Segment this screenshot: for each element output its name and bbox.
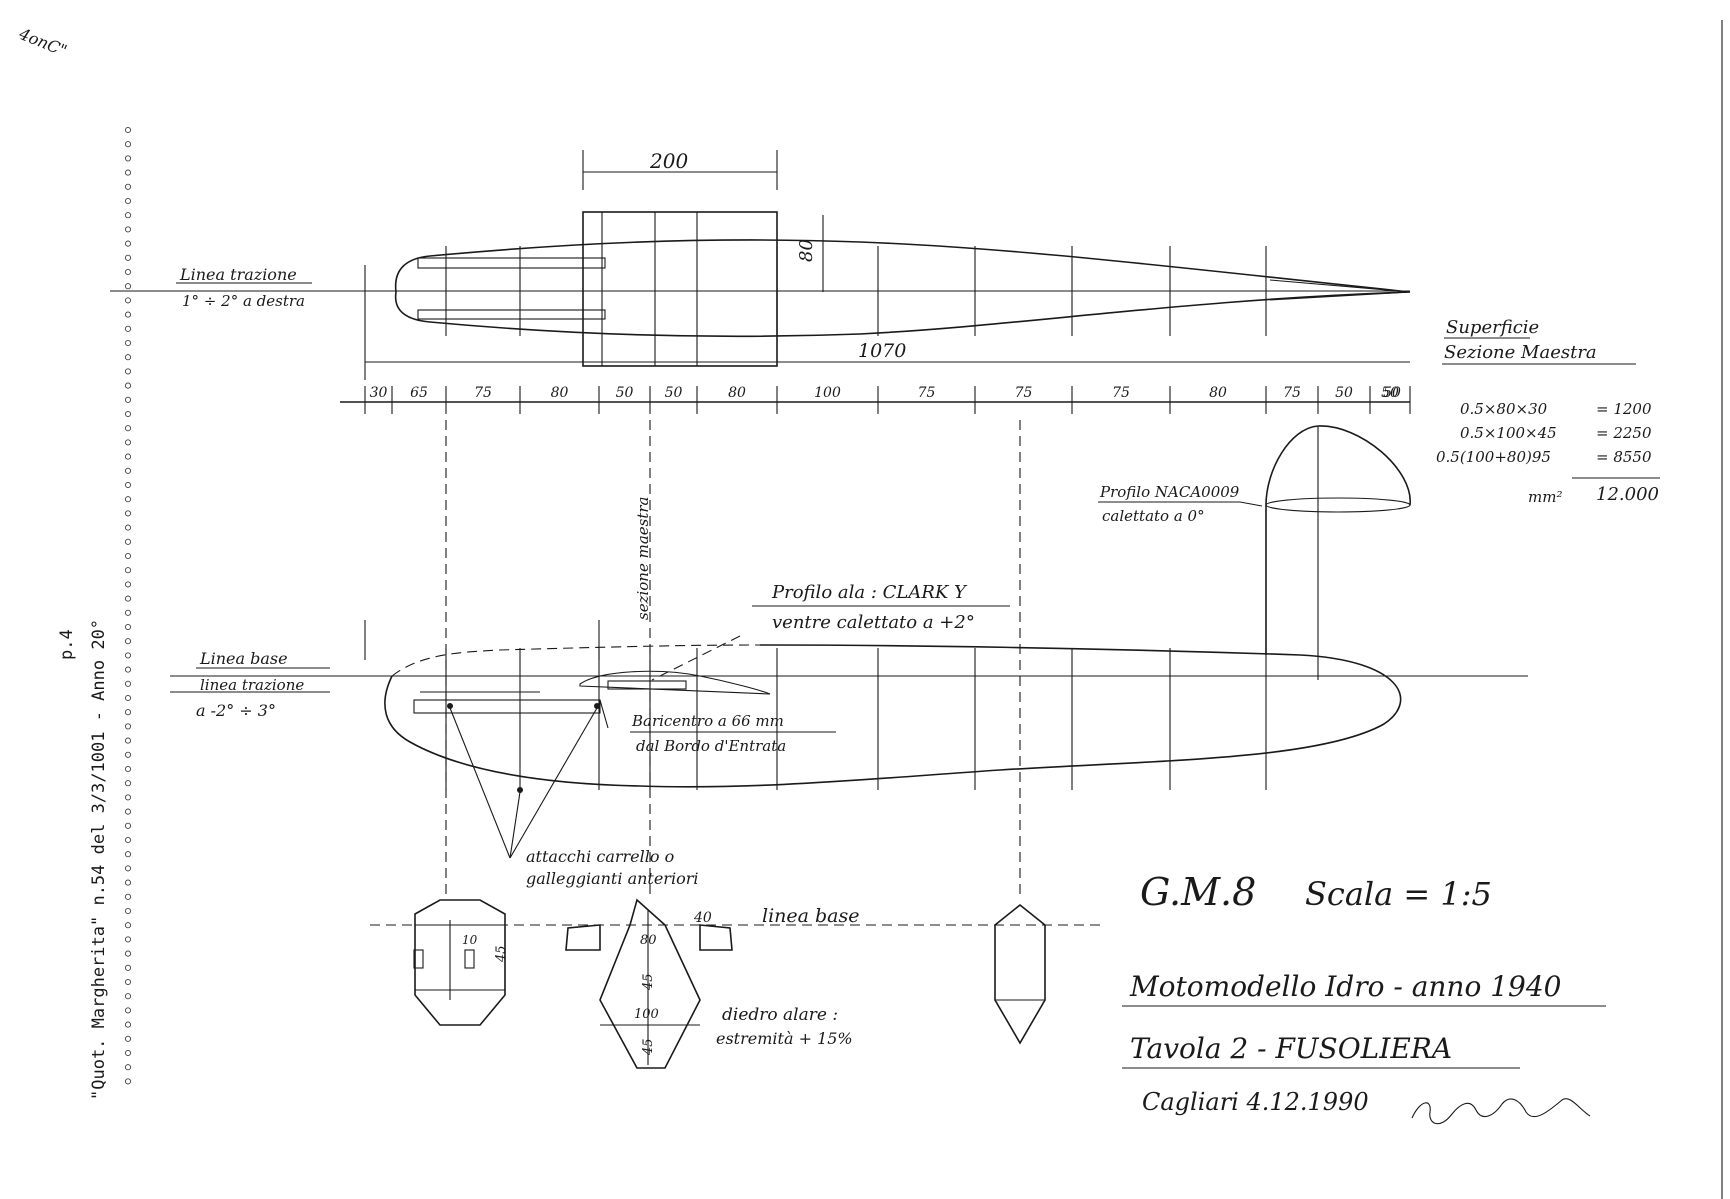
dihedral-label-1: diedro alare : bbox=[722, 1005, 838, 1025]
thrust-label-top-1: Linea trazione bbox=[179, 265, 297, 284]
station-label: 50 bbox=[1381, 385, 1399, 401]
cs-unit: mm² bbox=[1528, 488, 1562, 506]
cs-row3-result: = 8550 bbox=[1596, 448, 1652, 466]
cs-row2-formula: 0.5×100×45 bbox=[1460, 424, 1557, 442]
top-view: 200 80 1070 Linea trazione 1° ÷ 2° a des… bbox=[110, 149, 1411, 380]
author-signature bbox=[1411, 1098, 1591, 1125]
title-block: G.M.8 Scala = 1:5 Motomodello Idro - ann… bbox=[1122, 870, 1606, 1125]
dim-80-top: 80 bbox=[796, 239, 817, 262]
cs-row3-formula: 0.5(100+80)95 bbox=[1436, 448, 1551, 466]
section1-dim-45: 45 bbox=[494, 945, 509, 963]
station-label: 50 bbox=[616, 385, 634, 401]
place-date: Cagliari 4.12.1990 bbox=[1142, 1088, 1369, 1116]
section2-dim-80: 80 bbox=[640, 933, 657, 948]
punch-holes bbox=[124, 126, 132, 1085]
attach-label-1: attacchi carrello o bbox=[526, 847, 674, 866]
station-label: 65 bbox=[410, 385, 428, 401]
scale-label: Scala = 1:5 bbox=[1305, 875, 1492, 913]
dihedral-label-2: estremità + 15% bbox=[716, 1029, 853, 1048]
side-view: Profilo ala : CLARK Y ventre calettato a… bbox=[170, 420, 1528, 900]
cg-label-2: dal Bordo d'Entrata bbox=[636, 737, 786, 755]
station-label: 50 bbox=[665, 385, 683, 401]
section2-dim-40: 40 bbox=[693, 910, 712, 926]
wing-profile-1: Profilo ala : CLARK Y bbox=[771, 582, 968, 603]
cs-row1-result: = 1200 bbox=[1596, 400, 1652, 418]
cross-section-title-1: Superficie bbox=[1446, 317, 1539, 338]
station-label: 80 bbox=[1209, 385, 1227, 401]
dim-1070: 1070 bbox=[858, 340, 906, 362]
model-name: G.M.8 bbox=[1140, 870, 1256, 914]
station-label: 80 bbox=[728, 385, 746, 401]
cross-section-title-2: Sezione Maestra bbox=[1444, 342, 1597, 363]
station-label: 80 bbox=[551, 385, 569, 401]
dim-200: 200 bbox=[649, 149, 688, 173]
thrust-line-label-1: linea trazione bbox=[200, 676, 304, 694]
station-label: 50 bbox=[1335, 385, 1353, 401]
cs-total: 12.000 bbox=[1596, 484, 1659, 505]
attach-label-2: galleggianti anteriori bbox=[526, 869, 698, 888]
station-label: 100 bbox=[814, 385, 841, 401]
fin-note-2: calettato a 0° bbox=[1102, 507, 1205, 525]
station-label: 75 bbox=[1283, 385, 1301, 401]
station-label: 30 bbox=[370, 385, 388, 401]
source-note: "Quot. Margherita" n.54 del 3/3/1001 - A… bbox=[89, 619, 109, 1100]
cross-section-table: Superficie Sezione Maestra 0.5×80×30 = 1… bbox=[1436, 317, 1660, 506]
cs-row1-formula: 0.5×80×30 bbox=[1460, 400, 1548, 418]
section2-dim-45: 45 bbox=[641, 973, 656, 991]
section-base-line: linea base bbox=[762, 905, 860, 927]
thrust-label-top-2: 1° ÷ 2° a destra bbox=[182, 292, 305, 310]
cs-row2-result: = 2250 bbox=[1596, 424, 1652, 442]
page-number: p.4 bbox=[57, 629, 77, 660]
fin-outline: Profilo NACA0009 calettato a 0° bbox=[1098, 425, 1411, 680]
section1-dim-10: 10 bbox=[462, 933, 478, 947]
cg-label-1: Baricentro a 66 mm bbox=[631, 712, 784, 730]
station-label: 75 bbox=[918, 385, 936, 401]
wing-profile-2: ventre calettato a +2° bbox=[772, 612, 975, 633]
station-label: 75 bbox=[474, 385, 492, 401]
section2-dim-45c: 45 bbox=[641, 1038, 656, 1056]
thrust-line-label-2: a -2° ÷ 3° bbox=[196, 701, 276, 720]
station-label: 50 bbox=[1383, 385, 1401, 401]
station-label: 75 bbox=[1112, 385, 1130, 401]
station-label: 75 bbox=[1015, 385, 1033, 401]
fin-note-1: Profilo NACA0009 bbox=[1099, 483, 1240, 501]
subtitle: Motomodello Idro - anno 1940 bbox=[1129, 970, 1561, 1003]
corner-note: 4onC" bbox=[16, 24, 70, 61]
section2-dim-100: 100 bbox=[634, 1007, 659, 1022]
sezione-maestra-label: sezione maestra bbox=[634, 497, 652, 621]
sheet-title: Tavola 2 - FUSOLIERA bbox=[1130, 1032, 1452, 1065]
base-line-label: Linea base bbox=[199, 649, 288, 668]
frame-sections: 10 45 40 80 45 100 45 linea base diedro … bbox=[370, 898, 1100, 1069]
